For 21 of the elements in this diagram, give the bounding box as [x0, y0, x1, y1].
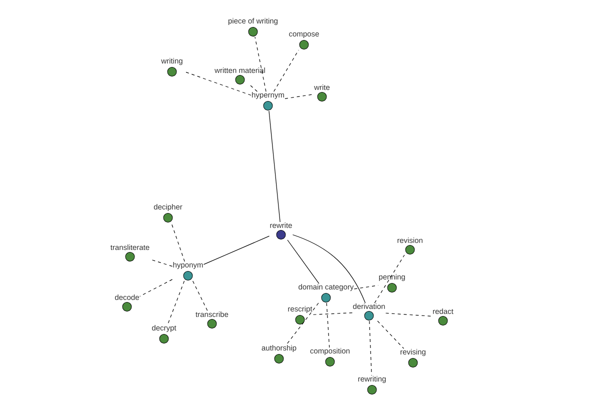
connector-line [167, 280, 185, 325]
connector-line [268, 110, 280, 222]
connector-line [377, 320, 404, 349]
connector-line [312, 312, 353, 315]
connector-line [286, 302, 319, 345]
connector-line [203, 236, 270, 265]
connector-line [284, 94, 314, 99]
connector-line [385, 312, 432, 317]
connector-line [287, 240, 320, 284]
connector-line [250, 84, 258, 92]
connector-line [150, 259, 173, 267]
connector-line [274, 50, 299, 92]
connector-line [292, 234, 366, 304]
connector-line [374, 254, 405, 304]
connector-line [369, 320, 372, 376]
connector-line [171, 222, 185, 262]
connector-line [140, 279, 173, 297]
connector-line [326, 302, 330, 348]
connector-line [192, 280, 208, 312]
connector-line [183, 70, 252, 96]
connector-line [254, 36, 266, 92]
